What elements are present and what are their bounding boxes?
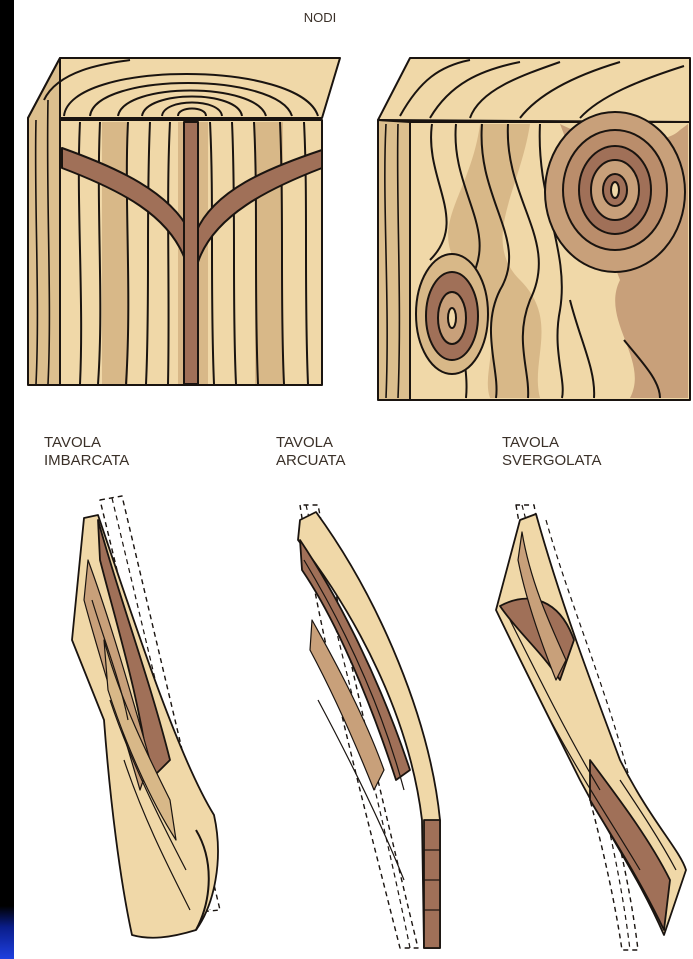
knot-wood-block-round-icon bbox=[378, 58, 690, 400]
label-imbarcata-line1: TAVOLA bbox=[44, 434, 101, 451]
twisted-board-icon bbox=[496, 505, 686, 950]
cupped-board-icon bbox=[72, 496, 220, 938]
frame-corner bbox=[0, 906, 14, 959]
label-svergolata-line1: TAVOLA bbox=[502, 434, 559, 451]
bowed-board-icon bbox=[298, 505, 440, 948]
label-arcuata-line2: ARCUATA bbox=[276, 452, 345, 469]
label-svergolata-line2: SVERGOLATA bbox=[502, 452, 601, 469]
page: NODI bbox=[14, 0, 693, 959]
knots-diagram: NODI bbox=[14, 0, 693, 959]
label-imbarcata-line2: IMBARCATA bbox=[44, 452, 129, 469]
label-arcuata-line1: TAVOLA bbox=[276, 434, 333, 451]
board-labels: TAVOLA IMBARCATA TAVOLA ARCUATA TAVOLA S… bbox=[44, 434, 601, 469]
knot-wood-block-vertical-icon bbox=[28, 58, 340, 385]
diagram-title: NODI bbox=[304, 10, 337, 25]
